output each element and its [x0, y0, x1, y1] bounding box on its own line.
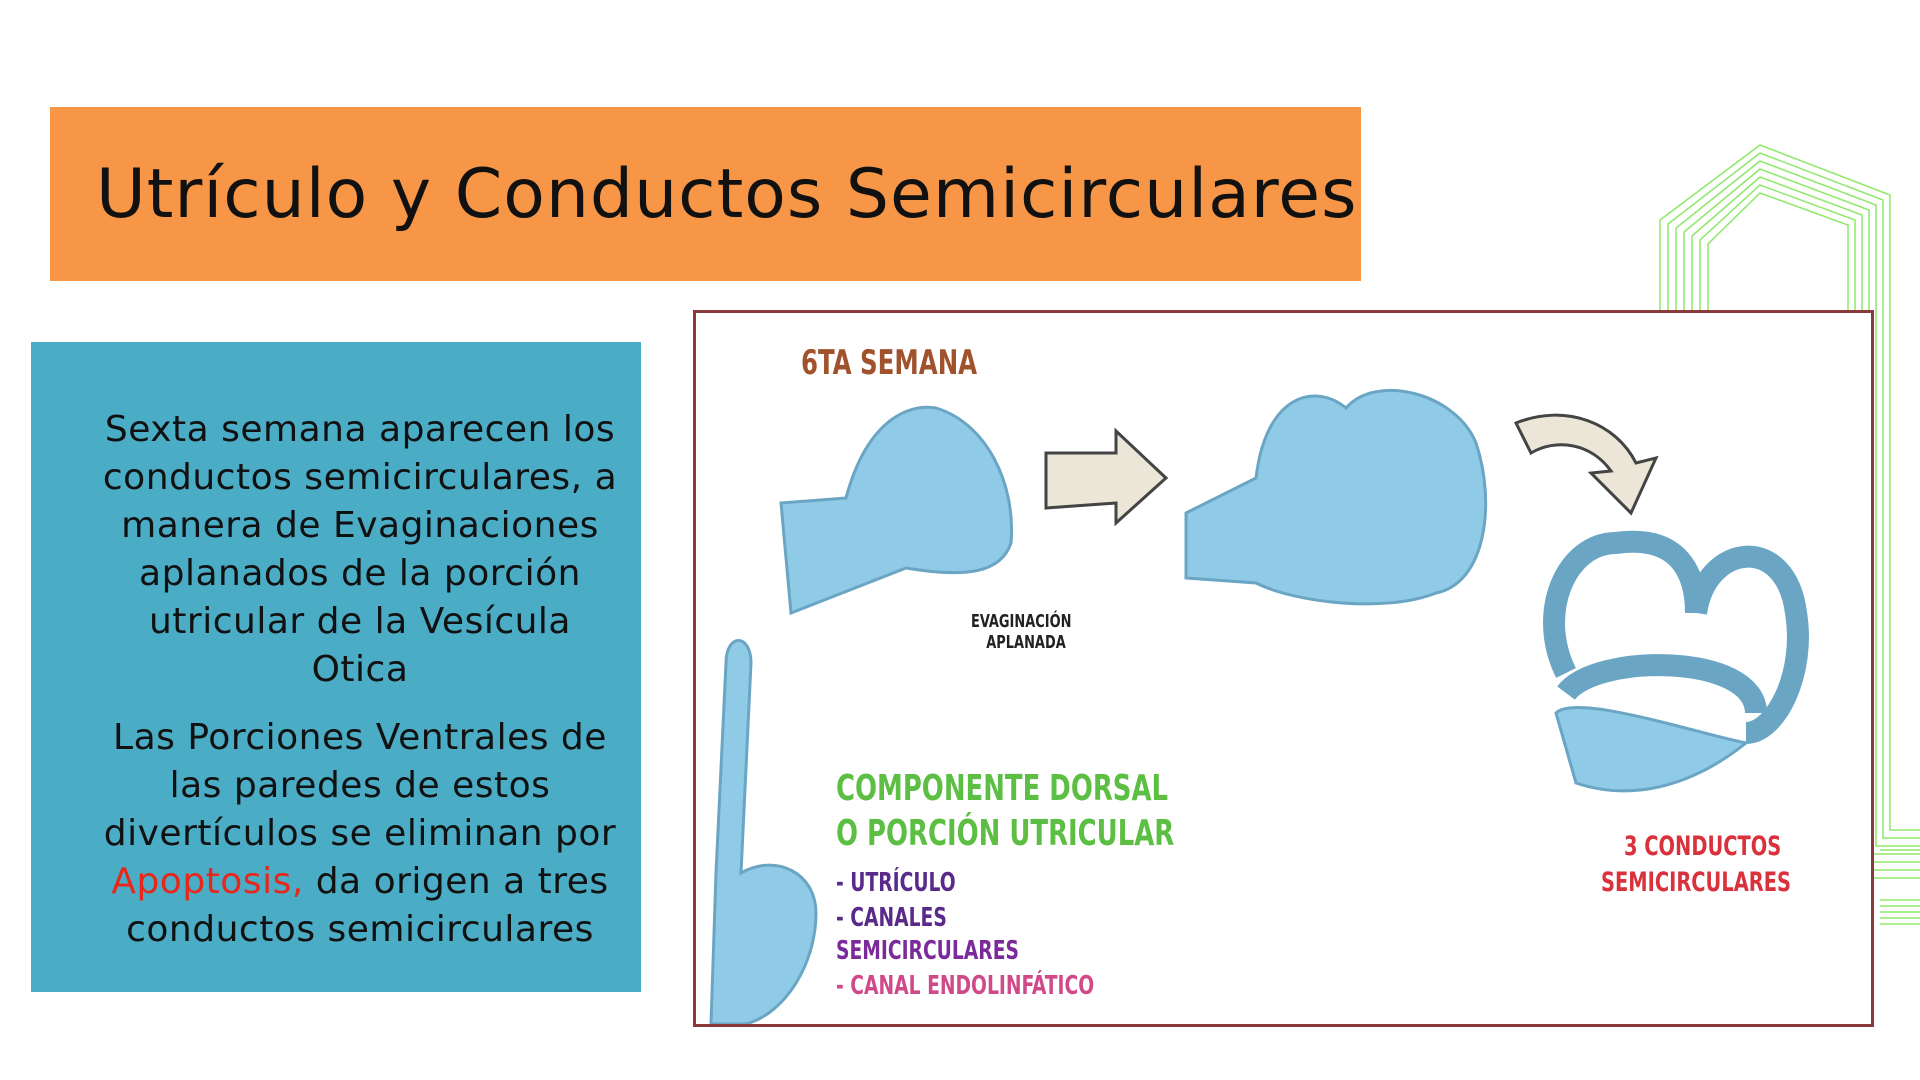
slide-title: Utrículo y Conductos Semicirculares	[96, 154, 1358, 234]
evagination-label-line2: APLANADA	[986, 632, 1066, 653]
ducts-base	[1554, 705, 1750, 793]
dorsal-component-line1: COMPONENTE DORSAL	[836, 768, 1169, 809]
paragraph-1: Sexta semana aparecen los conductos semi…	[102, 409, 618, 690]
item-endolymphatic: - CANAL ENDOLINFÁTICO	[836, 971, 1095, 1001]
result-label-line1: 3 CONDUCTOS	[1624, 831, 1782, 862]
inner-ear-illustration	[709, 388, 1809, 1024]
title-banner: Utrículo y Conductos Semicirculares	[50, 107, 1361, 281]
week-label: 6TA SEMANA	[801, 343, 978, 383]
arrow-right-icon	[1044, 427, 1169, 527]
paragraph-2-end: da origen a tres conductos semicirculare…	[126, 861, 609, 950]
green-line-decoration	[1659, 144, 1920, 925]
item-utricle: - UTRÍCULO	[836, 868, 956, 898]
apoptosis-highlight: Apoptosis,	[111, 861, 304, 902]
result-label-line2: SEMICIRCULARES	[1601, 867, 1791, 898]
dorsal-component-line2: O PORCIÓN UTRICULAR	[836, 813, 1175, 854]
paragraph-2: Las Porciones Ventrales de las paredes d…	[100, 714, 620, 954]
semicircular-ducts	[1543, 530, 1809, 744]
text-panel	[31, 342, 641, 992]
evagination-stage-2	[1184, 388, 1488, 606]
body-text: Sexta semana aparecen los conductos semi…	[100, 406, 620, 974]
endolymphatic-appendage	[709, 639, 818, 1024]
otic-vesicle-evagination	[779, 405, 1014, 616]
item-canals: - CANALES	[836, 903, 947, 933]
evagination-label-line1: EVAGINACIÓN	[971, 611, 1072, 632]
paragraph-2-start: Las Porciones Ventrales de las paredes d…	[103, 717, 617, 854]
curved-arrow-icon	[1513, 413, 1659, 516]
item-canals-cont: SEMICIRCULARES	[836, 936, 1019, 966]
